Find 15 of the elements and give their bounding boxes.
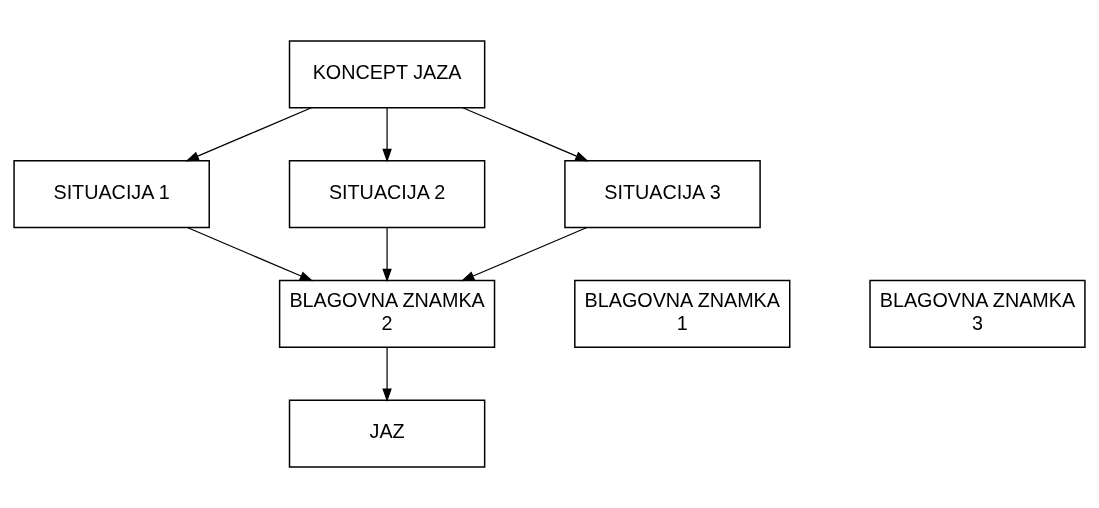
node-box: JAZ [288,399,486,468]
node-box: SITUACIJA 3 [564,160,761,229]
node-box: BLAGOVNA ZNAMKA 2 [278,279,496,348]
node-box: BLAGOVNA ZNAMKA 3 [869,279,1086,348]
arrow [185,107,313,162]
arrow [382,227,392,283]
arrow [186,226,314,282]
node-box: BLAGOVNA ZNAMKA 1 [574,279,791,348]
node-box: SITUACIJA 2 [288,160,486,229]
node-box: SITUACIJA 1 [13,160,210,229]
arrow [382,107,392,163]
arrow [460,226,588,282]
arrow [462,107,589,162]
arrow [382,346,392,403]
node-box: KONCEPT JAZA [288,40,486,109]
